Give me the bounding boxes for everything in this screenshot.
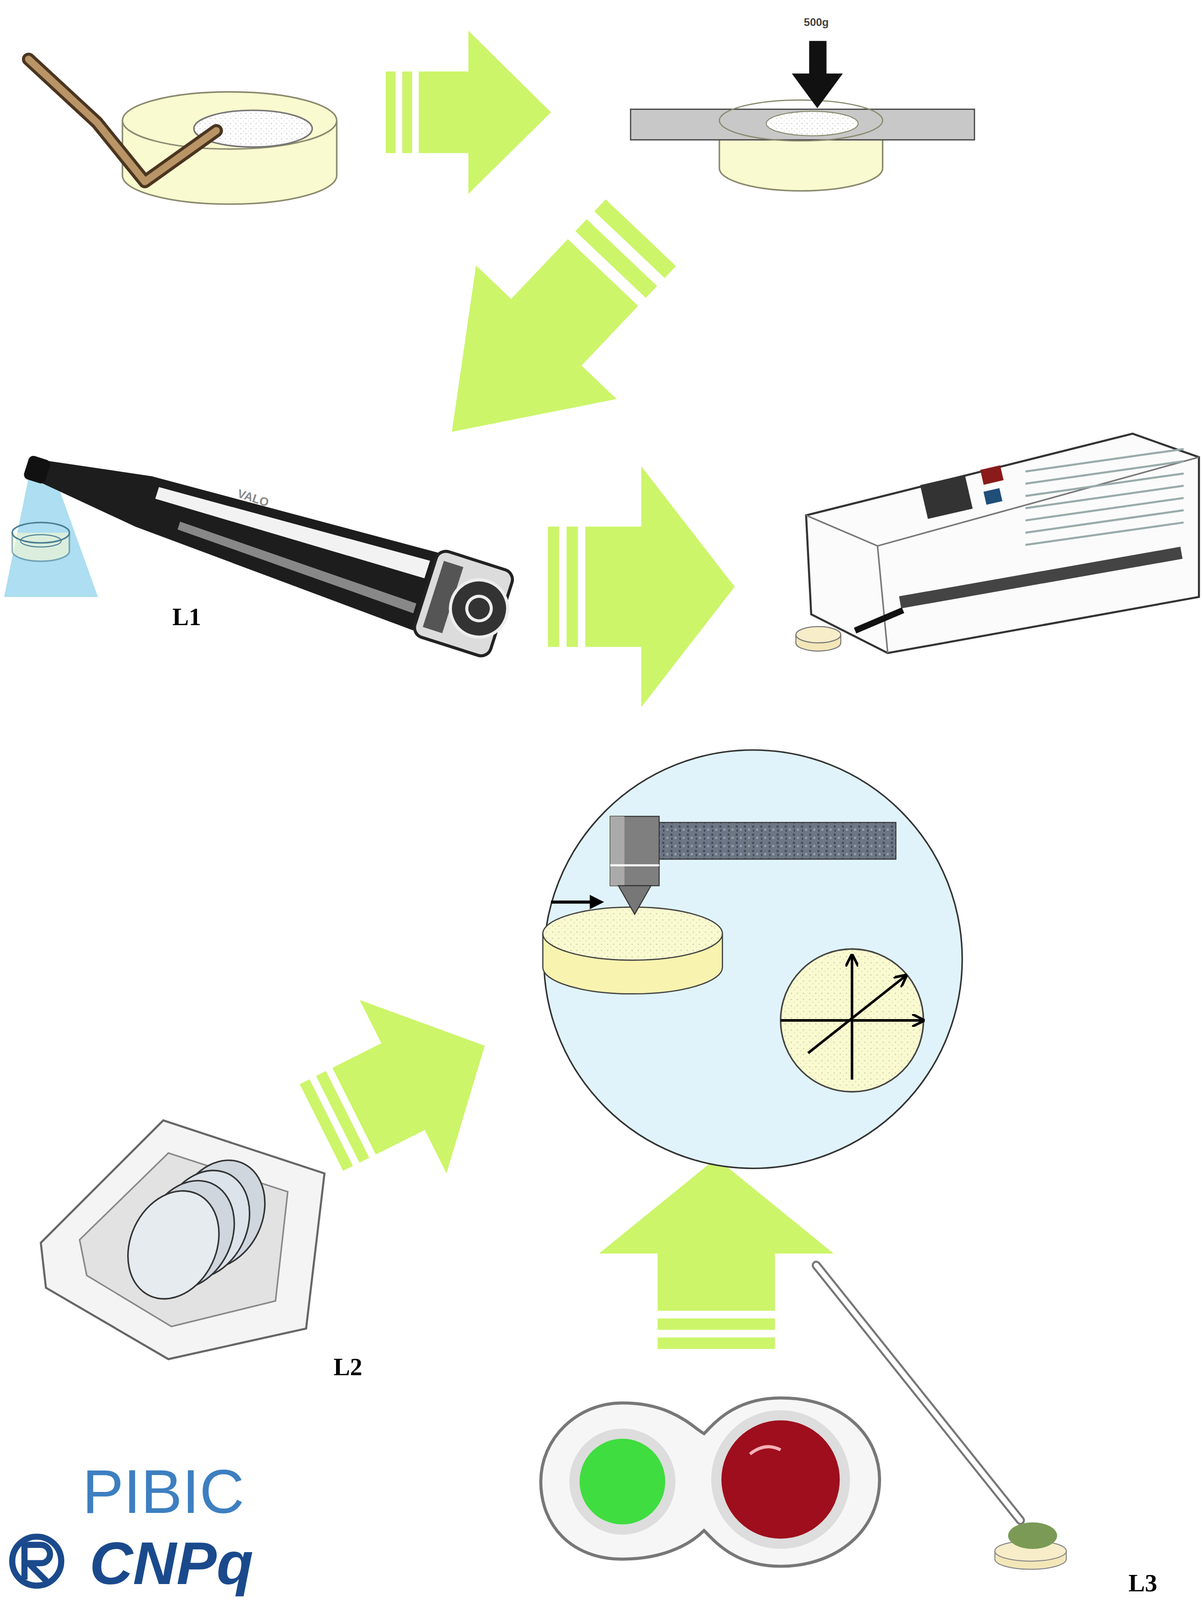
mould-filling [28,59,337,205]
group-label: L1 [172,603,202,631]
curing-light [4,421,520,660]
mould-press [630,41,975,192]
logo-text: PIBIC [82,1457,244,1527]
logo-symbol [12,1536,62,1586]
weight-label: 500g [803,16,829,29]
storage-box [41,1120,325,1360]
group-label: L3 [1128,1569,1158,1597]
group-label: L2 [333,1353,363,1381]
roughness-detail [542,750,963,1169]
logo-text: CNPq [89,1530,254,1597]
staining [540,1265,1067,1570]
profilometer [795,433,1199,653]
brand-label: VALO [235,487,271,510]
